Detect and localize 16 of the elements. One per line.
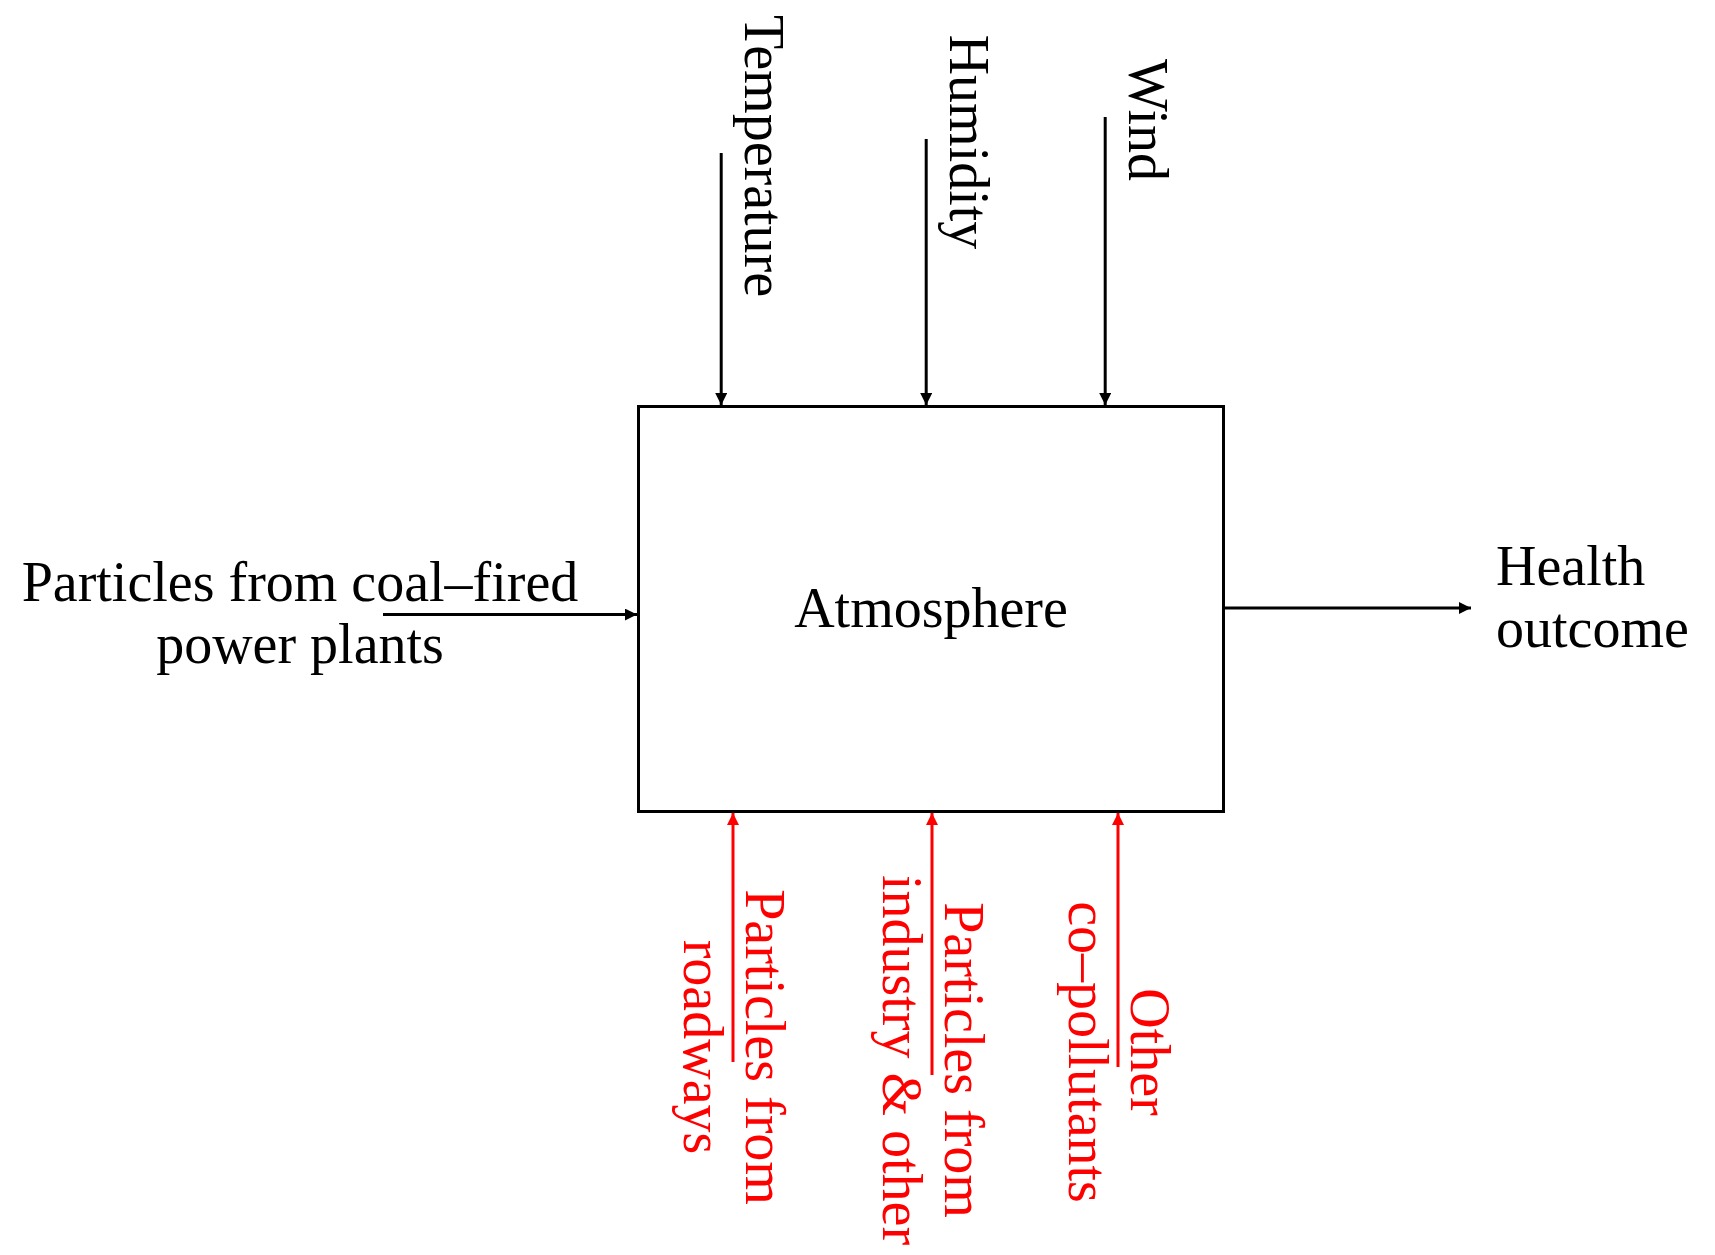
process-box — [637, 405, 1225, 813]
box-title: Atmosphere — [794, 578, 1068, 640]
input-label: Humidity — [937, 34, 999, 250]
input-label: Particles from coal–fired power plants — [0, 552, 600, 676]
arrow — [1225, 602, 1471, 614]
input-label: Other co–pollutants — [1056, 887, 1180, 1217]
arrow — [1099, 117, 1112, 405]
arrow — [926, 813, 938, 1075]
arrow — [727, 813, 739, 1062]
arrow — [383, 608, 637, 621]
input-label: Temperature — [732, 14, 794, 298]
input-label: Wind — [1116, 58, 1178, 182]
arrow — [920, 139, 933, 405]
arrow — [715, 153, 728, 405]
arrow — [1112, 813, 1124, 1067]
output-label: Health outcome — [1496, 536, 1706, 660]
